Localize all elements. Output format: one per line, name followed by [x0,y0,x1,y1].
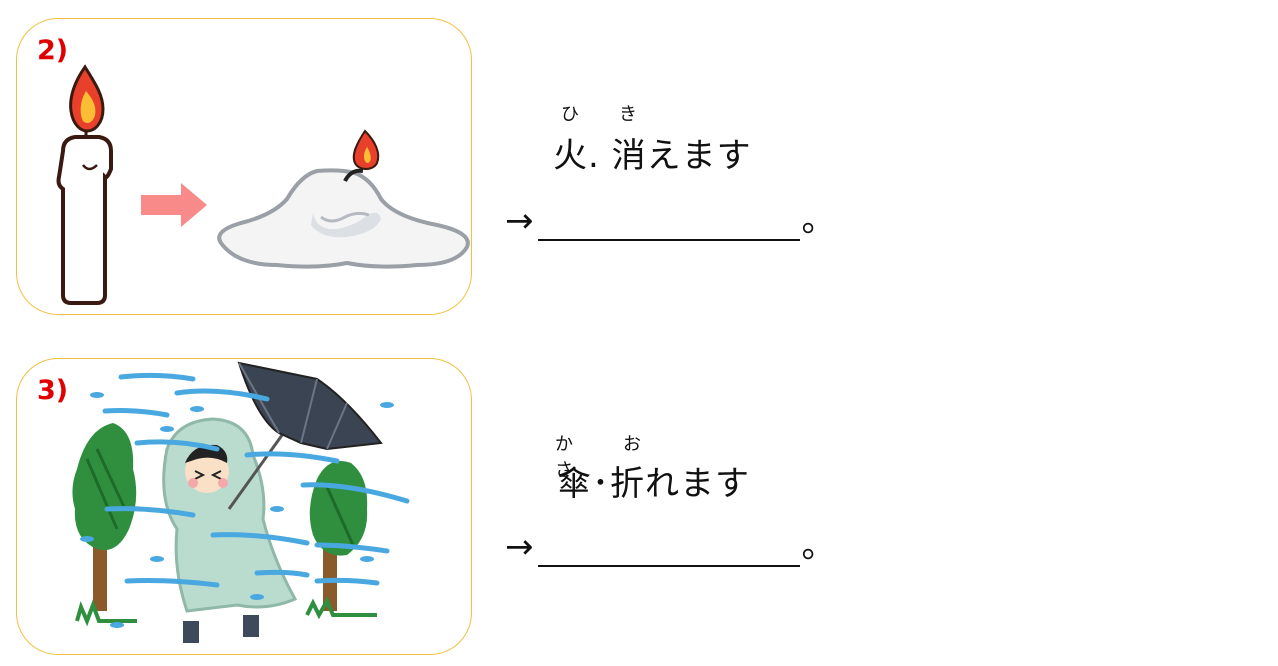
period-2: 。 [801,200,836,240]
answer-blank-2[interactable] [537,205,800,241]
storm-person-umbrella-icon [72,361,410,643]
ruby-ki: き [619,104,637,125]
melted-candle-icon [217,129,470,269]
burning-candle-icon [56,64,113,305]
answer-line-2: → 。 [505,192,836,241]
phrase-2: 火. 消えます [553,136,752,176]
arrow-right-icon [141,183,207,227]
ruby-hi: ひ [561,104,579,125]
ruby-o: お [623,434,641,455]
arrow-2: → [505,201,534,241]
item-number-3: 3) [37,375,69,406]
period-3: 。 [801,526,836,566]
answer-blank-3[interactable] [537,531,800,567]
ruby-kasa: かさ [555,434,573,481]
item-number-2: 2) [37,35,69,66]
arrow-3: → [505,527,534,567]
phrase-3: 傘･折れます [557,464,750,504]
answer-line-3: → 。 [505,518,836,567]
exercise-card-2: 2) [16,18,472,315]
candle-illustration [56,64,470,305]
storm-illustration [72,361,410,643]
exercise-card-3: 3) [16,358,472,655]
